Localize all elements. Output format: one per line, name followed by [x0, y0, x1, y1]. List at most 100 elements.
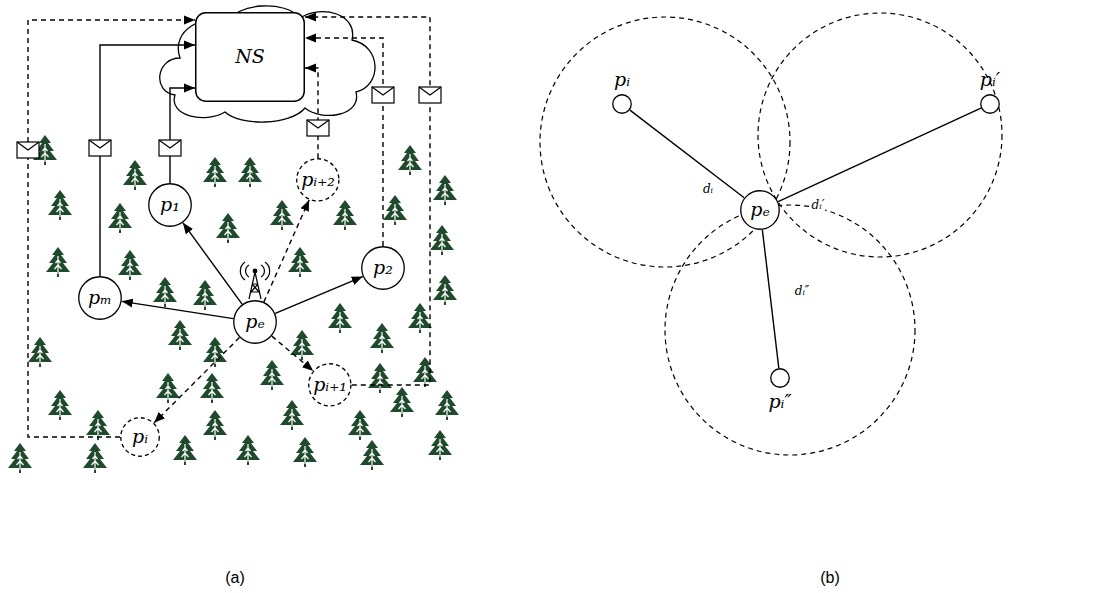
tree-crown — [368, 363, 392, 393]
node-circle-dashed: pᵢ — [120, 417, 160, 457]
tree-trunk — [422, 366, 429, 384]
connector — [272, 336, 313, 371]
tree-icon — [433, 275, 457, 305]
tree-crown — [428, 430, 452, 460]
connector — [154, 338, 239, 423]
connector — [264, 200, 309, 302]
tree-crown — [216, 213, 240, 243]
tree-icon — [293, 437, 317, 467]
tree-icon — [280, 400, 304, 430]
envelope-icon — [307, 120, 329, 136]
circle-outline — [980, 94, 1000, 114]
tree-crown — [193, 280, 217, 310]
circle-border — [149, 184, 192, 227]
panel-label: (b) — [820, 569, 840, 587]
tree-icon — [290, 330, 314, 360]
connector — [122, 301, 234, 318]
tree-icon — [236, 435, 260, 465]
tree-crown — [86, 410, 110, 440]
node-circle: pₘ — [78, 276, 122, 320]
tree-trunk — [299, 339, 306, 357]
circle-border — [234, 301, 277, 344]
tree-trunk — [399, 396, 406, 414]
circle-border — [309, 364, 351, 406]
tree-crown — [153, 277, 177, 307]
tree-trunk — [337, 312, 344, 330]
tree-icon — [370, 323, 394, 353]
connector — [630, 110, 744, 198]
tree-icon — [46, 247, 70, 277]
tree-crown — [203, 157, 227, 187]
box-border — [196, 13, 305, 102]
tree-icon — [108, 203, 132, 233]
tree-trunk — [377, 372, 384, 390]
node-circle: pᵢ′ — [980, 94, 1000, 114]
tree-trunk — [444, 399, 451, 417]
node-circle-dashed: pᵢ₊₁ — [308, 363, 352, 407]
node-label: NS — [235, 46, 265, 68]
node-label: pᵢ — [132, 426, 148, 448]
tree-icon — [203, 157, 227, 187]
tree-icon — [288, 247, 312, 277]
range-circle — [540, 17, 790, 267]
envelope-icon — [419, 87, 441, 103]
tree-crown — [433, 175, 457, 205]
tree-trunk — [212, 166, 219, 184]
tree-trunk — [437, 439, 444, 457]
tree-icon — [216, 213, 240, 243]
envelope-icon — [17, 142, 39, 158]
tree-trunk — [55, 256, 62, 274]
tree-crown — [28, 337, 52, 367]
tree-icon — [8, 443, 32, 473]
node-label: pₘ — [88, 287, 112, 309]
tree-icon — [430, 225, 454, 255]
node-label: pₑ — [245, 311, 265, 333]
tree-icon — [153, 277, 177, 307]
distance-label: dᵢ′ — [811, 199, 826, 212]
tree-crown — [236, 435, 260, 465]
connector — [183, 223, 242, 304]
tree-crown — [433, 275, 457, 305]
connector — [305, 68, 318, 158]
tree-crown — [8, 443, 32, 473]
node-label: p₂ — [373, 257, 393, 279]
distance-label: dᵢ″ — [794, 285, 811, 298]
tree-icon — [270, 200, 294, 230]
tree-crown — [200, 373, 224, 403]
tree-crown — [48, 190, 72, 220]
tree-icon — [28, 337, 52, 367]
tree-crown — [290, 330, 314, 360]
tree-crown — [203, 337, 227, 367]
node-circle: pₑ — [233, 300, 277, 344]
tree-crown — [435, 390, 459, 420]
circle-border — [613, 95, 632, 114]
tree-trunk — [392, 204, 399, 222]
node-label: pᵢ′ — [980, 69, 1000, 91]
tree-crown — [408, 303, 432, 333]
connector — [100, 45, 195, 276]
tree-crown — [123, 160, 147, 190]
tree-trunk — [342, 209, 349, 227]
tree-icon — [156, 373, 180, 403]
tree-icon — [200, 373, 224, 403]
tree-trunk — [57, 399, 64, 417]
tree-trunk — [132, 169, 139, 187]
tree-crown — [156, 373, 180, 403]
tree-crown — [260, 360, 284, 390]
tree-icon — [413, 357, 437, 387]
circle-outline — [770, 368, 790, 388]
tree-icon — [173, 435, 197, 465]
tree-crown — [203, 410, 227, 440]
circle-border — [121, 418, 160, 457]
tree-crown — [390, 387, 414, 417]
tree-trunk — [245, 444, 252, 462]
range-circle — [665, 205, 915, 455]
node-label: pᵢ₊₂ — [301, 169, 335, 191]
tree-crown — [280, 400, 304, 430]
cloud-outline — [160, 6, 375, 122]
tree-trunk — [177, 329, 184, 347]
connector — [170, 88, 195, 183]
envelope-icon — [159, 140, 181, 156]
